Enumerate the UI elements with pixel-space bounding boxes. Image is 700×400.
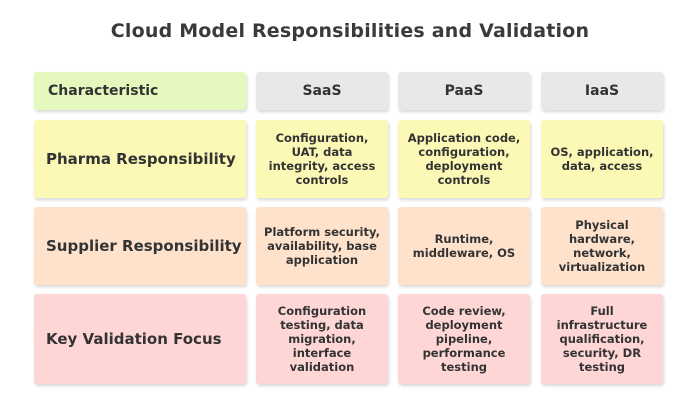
row-label-supplier: Supplier Responsibility bbox=[34, 207, 246, 285]
header-paas: PaaS bbox=[398, 72, 530, 110]
cell-validation-iaas: Full infrastructure qualification, secur… bbox=[541, 294, 663, 384]
cell-pharma-iaas: OS, application, data, access bbox=[541, 120, 663, 198]
row-label-validation: Key Validation Focus bbox=[34, 294, 246, 384]
cell-validation-saas: Configuration testing, data migration, i… bbox=[256, 294, 388, 384]
header-saas: SaaS bbox=[256, 72, 388, 110]
cell-supplier-paas: Runtime, middleware, OS bbox=[398, 207, 530, 285]
header-iaas: IaaS bbox=[541, 72, 663, 110]
cell-supplier-iaas: Physical hardware, network, virtualizati… bbox=[541, 207, 663, 285]
header-characteristic: Characteristic bbox=[34, 72, 246, 110]
diagram-title: Cloud Model Responsibilities and Validat… bbox=[110, 20, 590, 42]
cell-validation-paas: Code review, deployment pipeline, perfor… bbox=[398, 294, 530, 384]
row-label-pharma: Pharma Responsibility bbox=[34, 120, 246, 198]
cell-pharma-saas: Configuration, UAT, data integrity, acce… bbox=[256, 120, 388, 198]
cell-supplier-saas: Platform security, availability, base ap… bbox=[256, 207, 388, 285]
cell-pharma-paas: Application code, configuration, deploym… bbox=[398, 120, 530, 198]
